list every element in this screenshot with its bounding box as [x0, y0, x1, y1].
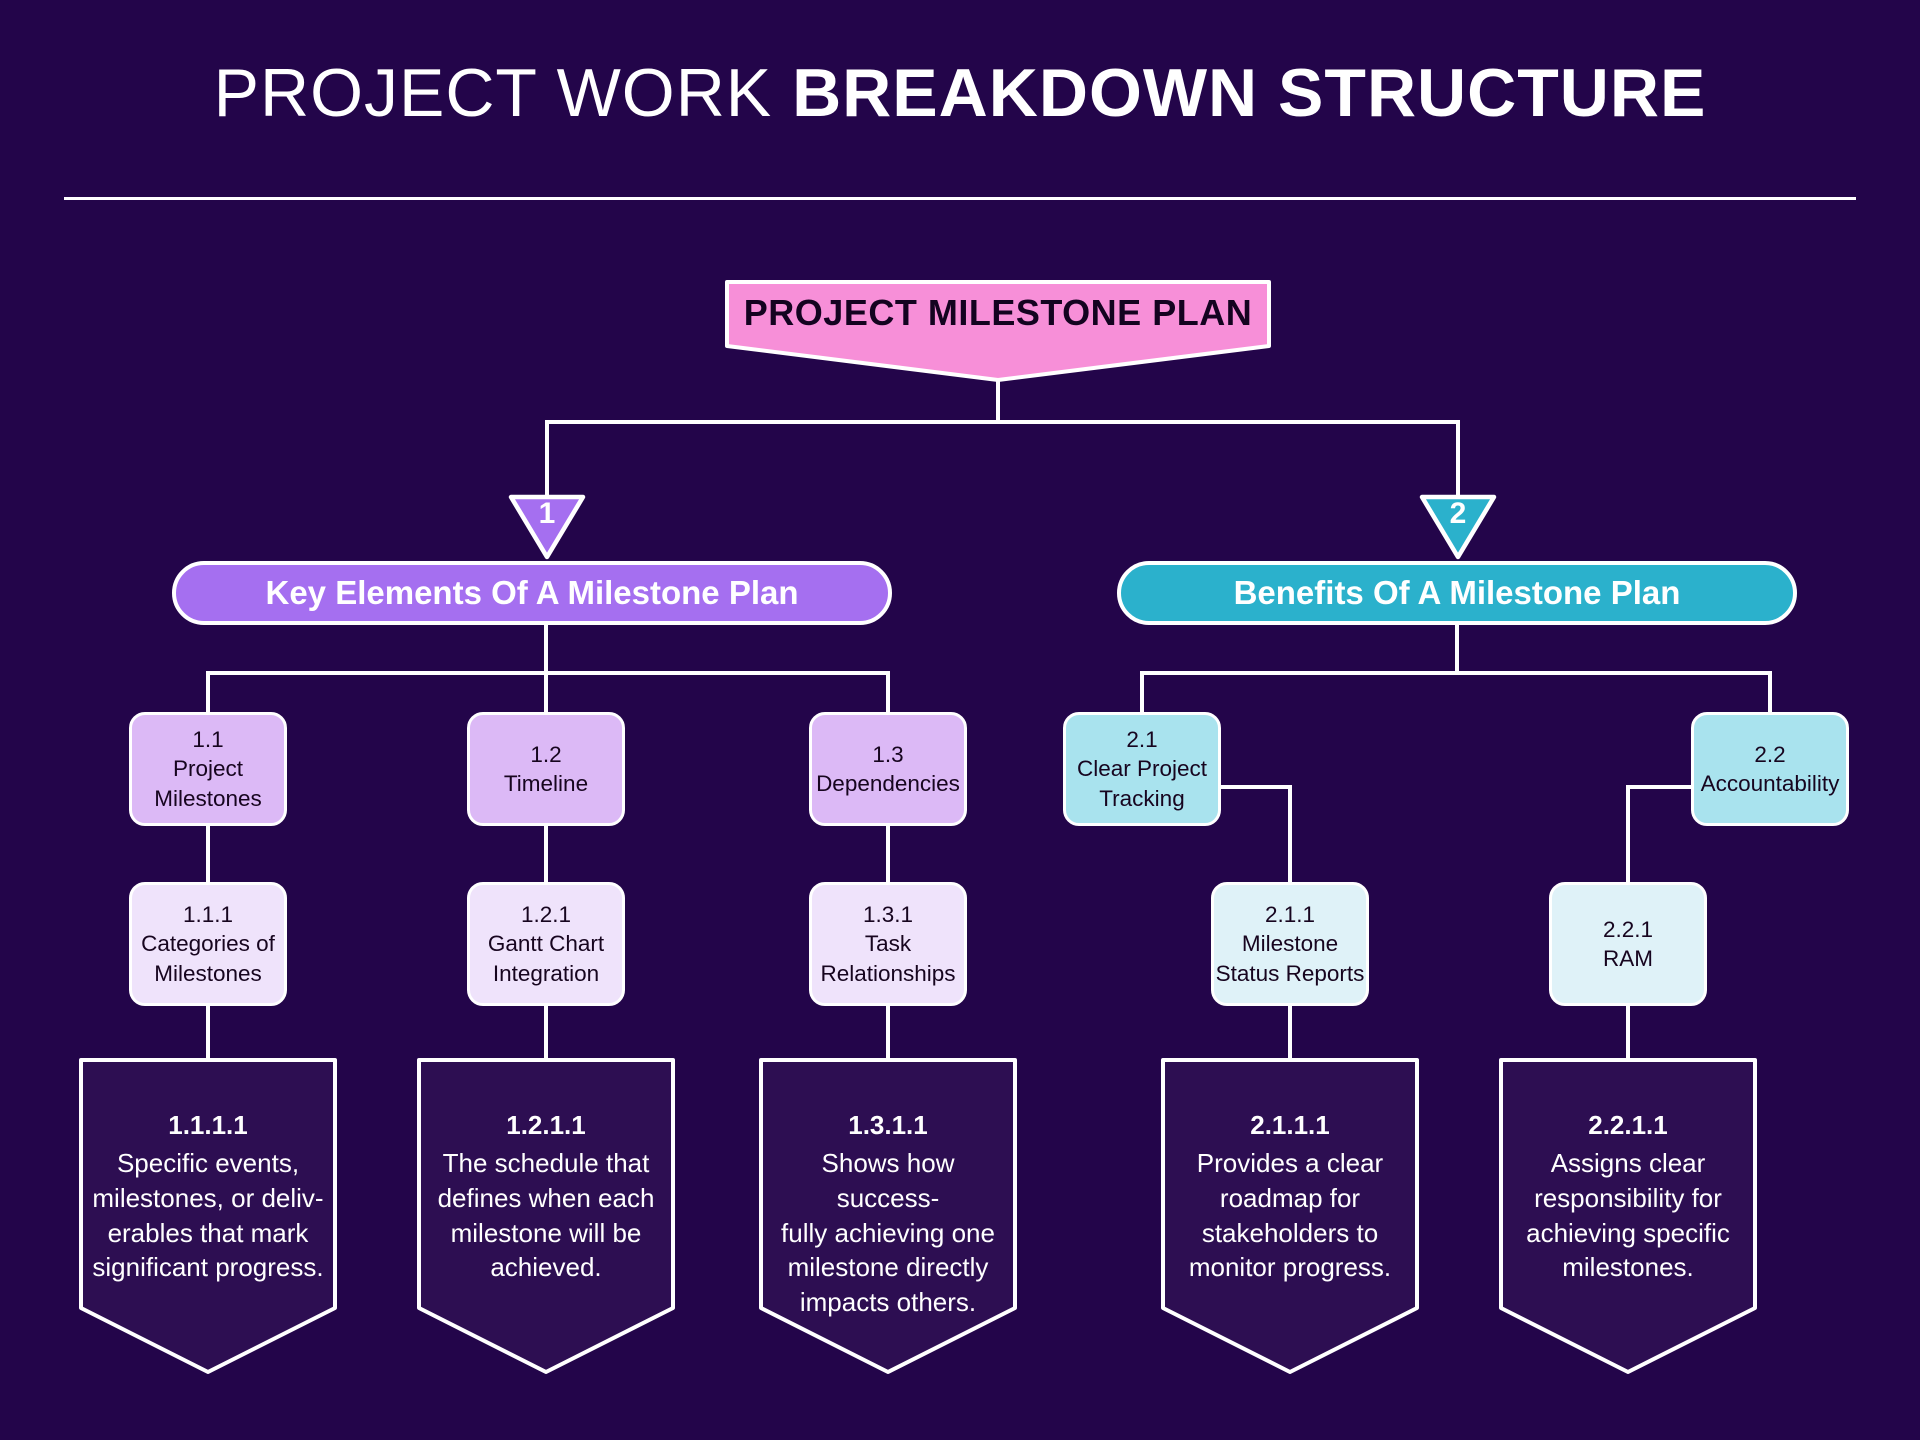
pennant-shape-icon — [79, 1058, 337, 1374]
page-title: PROJECT WORK BREAKDOWN STRUCTURE — [0, 54, 1920, 132]
page-title-bold: BREAKDOWN STRUCTURE — [792, 55, 1707, 131]
branch-1-marker: 1 — [508, 494, 586, 560]
pennant-1-1-1-1: 1.1.1.1 Specific events, milestones, or … — [79, 1058, 337, 1374]
pennant-text: 1.1.1.1 Specific events, milestones, or … — [87, 1110, 329, 1285]
connector-elbow-22-horizontal — [1626, 785, 1692, 789]
pennant-shape-icon — [1499, 1058, 1757, 1374]
pennant-1-3-1-1: 1.3.1.1 Shows how success- fully achievi… — [759, 1058, 1017, 1374]
node-2-1-1: 2.1.1 Milestone Status Reports — [1211, 882, 1369, 1006]
connector-header2-stem — [1455, 622, 1459, 675]
branch-2-header: Benefits Of A Milestone Plan — [1117, 561, 1797, 625]
title-divider — [64, 197, 1856, 200]
pennant-code: 1.2.1.1 — [506, 1110, 586, 1140]
node-1-2: 1.2 Timeline — [467, 712, 625, 826]
node-1-1: 1.1 Project Milestones — [129, 712, 287, 826]
branch-2-number: 2 — [1449, 497, 1467, 530]
node-1-3: 1.3 Dependencies — [809, 712, 967, 826]
connector-header1-stem — [544, 622, 548, 675]
pennant-code: 2.1.1.1 — [1250, 1110, 1330, 1140]
connector-left-rail — [206, 671, 890, 675]
triangle-down-icon — [508, 494, 586, 560]
pennant-text: 1.2.1.1 The schedule that defines when e… — [425, 1110, 667, 1285]
connector-col3-stem — [886, 671, 890, 1063]
page-title-regular: PROJECT WORK — [213, 55, 773, 131]
connector-elbow-21-horizontal — [1216, 785, 1292, 789]
branch-1-header-label: Key Elements Of A Milestone Plan — [265, 574, 799, 611]
connector-branch2-stem — [1456, 420, 1460, 500]
connector-col4-stem — [1140, 671, 1144, 719]
pennant-shape-icon — [417, 1058, 675, 1374]
pennant-text: 2.1.1.1 Provides a clear roadmap for sta… — [1169, 1110, 1411, 1285]
root-node-label: PROJECT MILESTONE PLAN — [743, 292, 1253, 333]
pennant-2-2-1-1: 2.2.1.1 Assigns clear responsibility for… — [1499, 1058, 1757, 1374]
pennant-shape-icon — [759, 1058, 1017, 1374]
connector-right-rail — [1140, 671, 1772, 675]
connector-root-stem — [996, 368, 1000, 424]
pennant-description: Assigns clear responsibility for achievi… — [1526, 1148, 1730, 1283]
pennant-code: 1.1.1.1 — [168, 1110, 248, 1140]
root-node: PROJECT MILESTONE PLAN — [725, 280, 1271, 382]
connector-col1-stem — [206, 671, 210, 1063]
pennant-description: Specific events, milestones, or deliv- e… — [92, 1148, 324, 1283]
connector-top-rail — [545, 420, 1460, 424]
pennant-1-2-1-1: 1.2.1.1 The schedule that defines when e… — [417, 1058, 675, 1374]
node-1-3-1: 1.3.1 Task Relationships — [809, 882, 967, 1006]
connector-branch1-stem — [545, 420, 549, 500]
pennant-text: 2.2.1.1 Assigns clear responsibility for… — [1507, 1110, 1749, 1285]
node-1-1-1: 1.1.1 Categories of Milestones — [129, 882, 287, 1006]
pennant-text: 1.3.1.1 Shows how success- fully achievi… — [767, 1110, 1009, 1320]
pennant-description: Shows how success- fully achieving one m… — [781, 1148, 995, 1318]
banner-shape-icon — [725, 280, 1271, 382]
connector-col2-stem — [544, 671, 548, 1063]
branch-2-header-label: Benefits Of A Milestone Plan — [1233, 574, 1681, 611]
node-2-2-1: 2.2.1 RAM — [1549, 882, 1707, 1006]
node-1-2-1: 1.2.1 Gantt Chart Integration — [467, 882, 625, 1006]
pennant-description: Provides a clear roadmap for stakeholder… — [1188, 1148, 1392, 1283]
pennant-2-1-1-1: 2.1.1.1 Provides a clear roadmap for sta… — [1161, 1058, 1419, 1374]
pennant-code: 2.2.1.1 — [1588, 1110, 1668, 1140]
pennant-description: The schedule that defines when each mile… — [437, 1148, 655, 1283]
connector-col5-stem — [1768, 671, 1772, 719]
pennant-code: 1.3.1.1 — [848, 1110, 928, 1140]
triangle-down-icon — [1419, 494, 1497, 560]
node-2-2: 2.2 Accountability — [1691, 712, 1849, 826]
branch-1-header: Key Elements Of A Milestone Plan — [172, 561, 892, 625]
branch-1-number: 1 — [538, 497, 556, 530]
node-2-1: 2.1 Clear Project Tracking — [1063, 712, 1221, 826]
pennant-shape-icon — [1161, 1058, 1419, 1374]
branch-2-marker: 2 — [1419, 494, 1497, 560]
